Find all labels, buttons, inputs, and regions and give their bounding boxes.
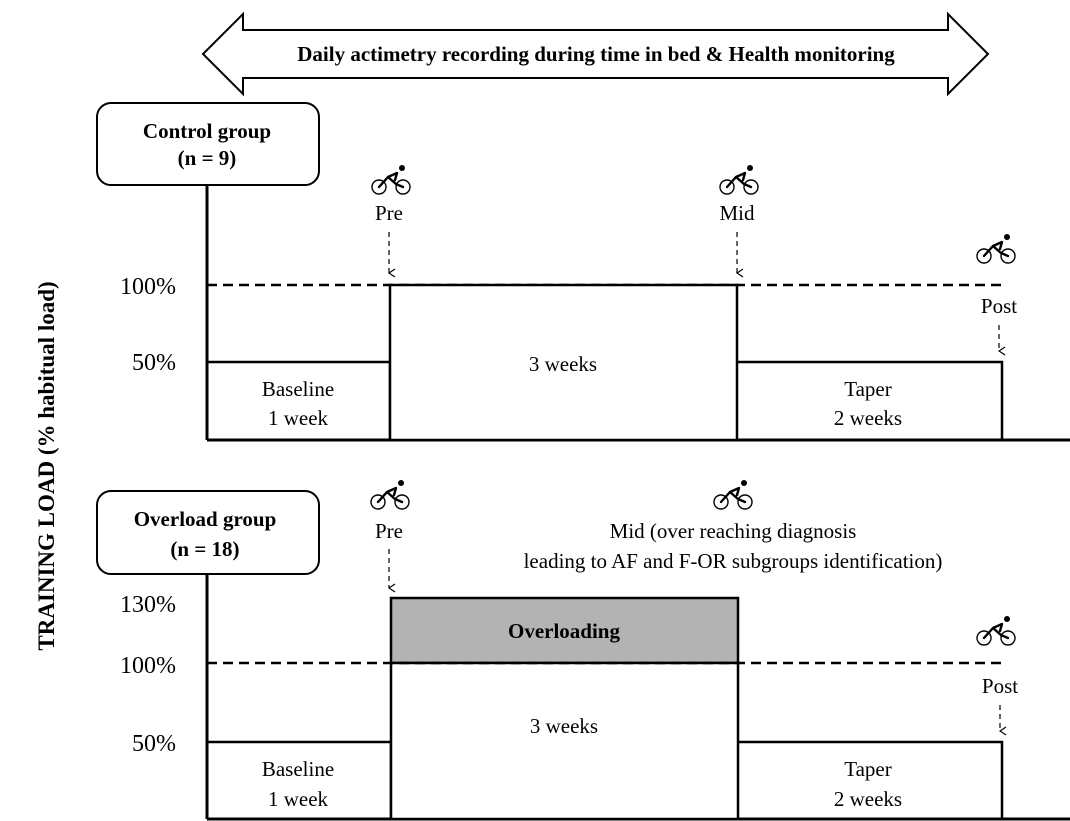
overload-group-box xyxy=(96,490,320,575)
overload-tick-100: 100% xyxy=(120,653,176,679)
control-group-box xyxy=(96,102,320,186)
control-baseline-label: Baseline xyxy=(262,377,334,401)
overloading-block xyxy=(389,596,740,665)
overload-group-n: (n = 18) xyxy=(170,537,239,561)
overload-group-name: Overload group xyxy=(134,507,277,531)
cyclist-icon xyxy=(718,163,760,196)
cyclist-icon xyxy=(975,614,1017,647)
control-tick-100: 100% xyxy=(120,274,176,300)
cyclist-icon xyxy=(369,478,411,511)
cyclist-icon xyxy=(370,163,412,196)
control-tick-50: 50% xyxy=(132,350,176,376)
control-main-duration: 3 weeks xyxy=(529,352,597,376)
control-taper-label: Taper xyxy=(844,377,892,401)
control-load-profile xyxy=(207,283,1004,442)
control-group-n: (n = 9) xyxy=(178,146,237,170)
control-group-name: Control group xyxy=(143,119,271,143)
overload-main-duration: 3 weeks xyxy=(530,714,598,738)
overload-mid-label-line2: leading to AF and F-OR subgroups identif… xyxy=(524,549,943,573)
overload-baseline-label: Baseline xyxy=(262,757,334,781)
banner-text: Daily actimetry recording during time in… xyxy=(297,42,895,66)
overload-pre-label: Pre xyxy=(375,519,403,543)
overload-post-label: Post xyxy=(982,674,1018,698)
y-axis-label: TRAINING LOAD (% habitual load) xyxy=(34,281,59,650)
control-taper-duration: 2 weeks xyxy=(834,406,902,430)
control-pre-label: Pre xyxy=(375,201,403,225)
overloading-label: Overloading xyxy=(508,619,621,643)
overload-mid-label-line1: Mid (over reaching diagnosis xyxy=(610,519,857,543)
overload-taper-duration: 2 weeks xyxy=(834,787,902,811)
overload-baseline-duration: 1 week xyxy=(268,787,329,811)
control-post-label: Post xyxy=(981,294,1017,318)
overload-taper-label: Taper xyxy=(844,757,892,781)
control-mid-label: Mid xyxy=(719,201,755,225)
overload-tick-50: 50% xyxy=(132,731,176,757)
cyclist-icon xyxy=(975,232,1017,265)
control-baseline-duration: 1 week xyxy=(268,406,329,430)
banner-arrow xyxy=(201,11,990,97)
cyclist-icon xyxy=(712,478,754,511)
overload-tick-130: 130% xyxy=(120,592,176,618)
